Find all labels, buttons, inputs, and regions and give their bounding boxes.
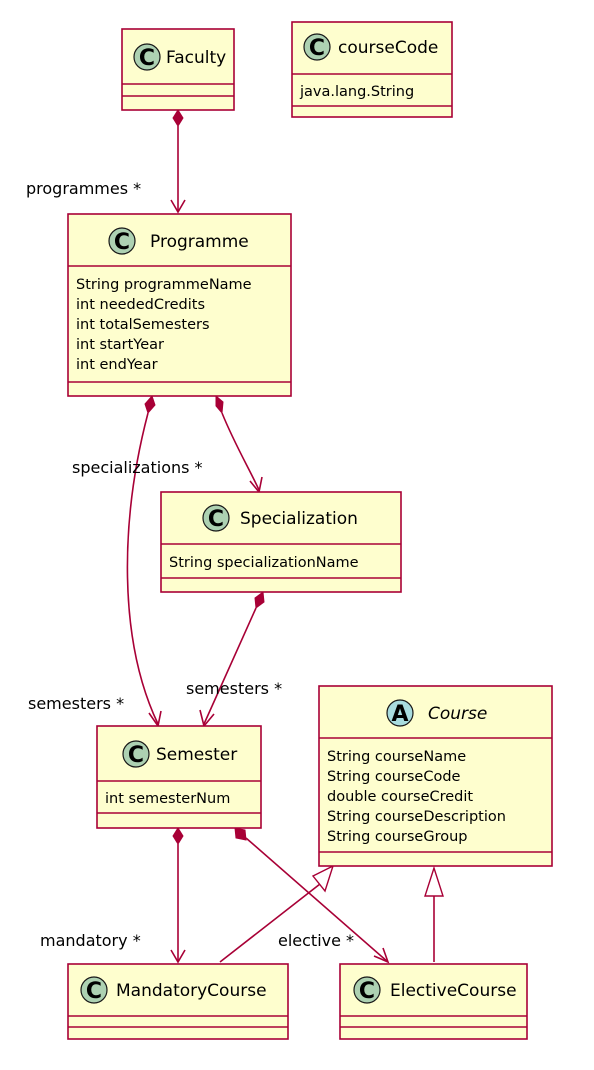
stereotype-glyph: C [208, 507, 224, 532]
class-name: Programme [150, 232, 249, 252]
label-specialization-semesters: semesters * [186, 679, 282, 698]
attribute: String courseName [327, 749, 466, 765]
stereotype-glyph: C [114, 230, 130, 255]
class-electivecourse[interactable]: C ElectiveCourse [339, 963, 528, 1040]
arrowhead [373, 947, 390, 964]
attribute: java.lang.String [299, 84, 414, 100]
label-specializations: specializations * [72, 458, 203, 477]
edge-mandatory-extends-course [219, 864, 335, 963]
composition-diamond [144, 395, 156, 414]
class-name: Semester [156, 745, 237, 765]
inheritance-triangle [311, 864, 335, 893]
edge-semester-mandatory [170, 827, 186, 964]
attribute: int startYear [76, 337, 164, 353]
composition-diamond [234, 827, 247, 841]
class-mandatorycourse[interactable]: C MandatoryCourse [67, 963, 289, 1040]
arrowhead [170, 949, 186, 964]
attribute: String specializationName [169, 555, 359, 571]
stereotype-glyph: A [391, 702, 408, 727]
abstract-stereotype-icon [386, 699, 414, 727]
edge-elective-extends-course [424, 865, 444, 962]
stereotype-glyph: C [139, 46, 155, 71]
edge-specialization-semesters [199, 591, 265, 728]
class-stereotype-icon [353, 976, 381, 1004]
class-name: MandatoryCourse [116, 981, 267, 1001]
label-mandatory: mandatory * [40, 931, 141, 950]
class-course[interactable]: A Course String courseName String course… [318, 685, 553, 867]
attribute: String programmeName [76, 277, 252, 293]
class-specialization[interactable]: C Specialization String specializationNa… [160, 491, 402, 593]
composition-diamond [215, 394, 224, 415]
edge-programme-semesters [126, 395, 162, 729]
class-coursecode[interactable]: C courseCode java.lang.String [291, 21, 453, 118]
stereotype-glyph: C [128, 743, 144, 768]
class-semester[interactable]: C Semester int semesterNum [96, 725, 262, 829]
edge-faculty-programmes [170, 109, 186, 214]
stereotype-glyph: C [359, 979, 375, 1004]
attribute: int totalSemesters [76, 317, 210, 333]
class-faculty[interactable]: C Faculty [121, 28, 235, 111]
attribute: double courseCredit [327, 789, 473, 805]
class-stereotype-icon [108, 227, 136, 255]
class-name: Course [428, 704, 487, 724]
inheritance-triangle [424, 865, 444, 897]
label-elective: elective * [278, 931, 354, 950]
stereotype-glyph: C [309, 36, 325, 61]
attribute: int semesterNum [105, 791, 230, 807]
class-name: courseCode [338, 38, 438, 58]
composition-diamond [172, 827, 184, 845]
composition-diamond [172, 109, 184, 127]
stereotype-glyph: C [86, 979, 102, 1004]
arrowhead [170, 199, 186, 214]
class-name: Faculty [166, 48, 226, 68]
label-programme-semesters: semesters * [28, 694, 124, 713]
attribute: String courseDescription [327, 809, 506, 825]
class-name: ElectiveCourse [390, 981, 517, 1001]
class-stereotype-icon [202, 504, 230, 532]
class-stereotype-icon [80, 976, 108, 1004]
edge-programme-specializations [215, 394, 263, 494]
composition-diamond [254, 591, 265, 609]
attribute: int endYear [76, 357, 158, 373]
class-stereotype-icon [133, 43, 161, 71]
class-stereotype-icon [303, 33, 331, 61]
attribute: String courseCode [327, 769, 461, 785]
edge-semester-elective [234, 827, 390, 964]
class-name: Specialization [240, 509, 358, 529]
attribute: int neededCredits [76, 297, 205, 313]
class-stereotype-icon [122, 740, 150, 768]
attribute: String courseGroup [327, 829, 468, 845]
label-programmes: programmes * [26, 179, 141, 198]
class-programme[interactable]: C Programme String programmeName int nee… [67, 213, 292, 397]
